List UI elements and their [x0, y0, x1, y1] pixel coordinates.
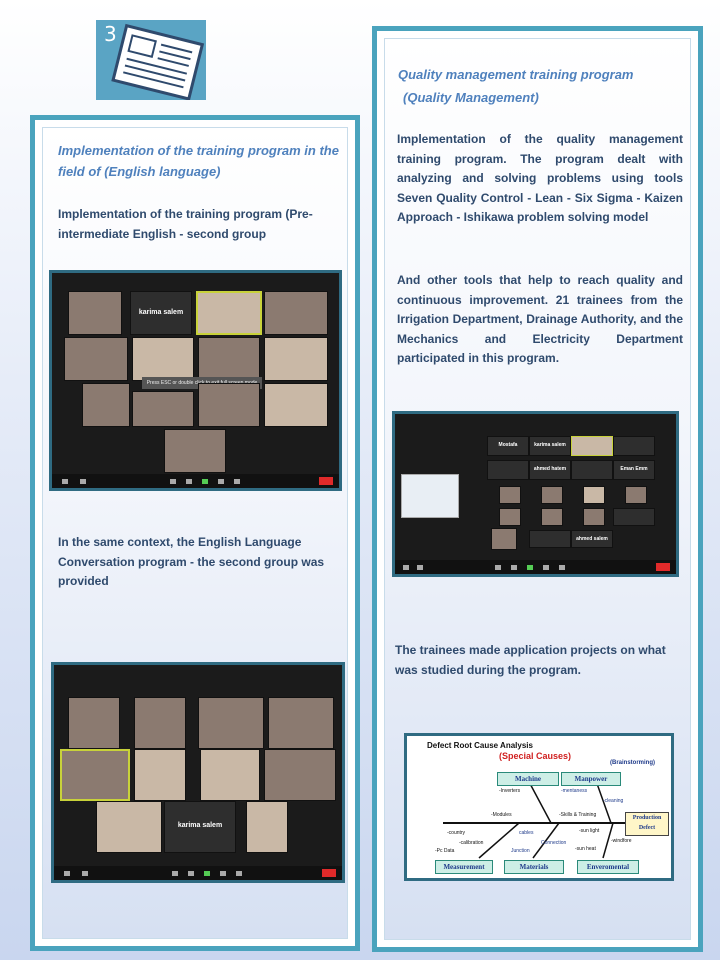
participant-tile: [625, 486, 647, 504]
english-program-description: Implementation of the training program (…: [58, 207, 313, 241]
shared-screen-thumbnail: [401, 474, 459, 518]
cause-label: Junction: [511, 848, 530, 854]
category-machine: Machine: [497, 772, 559, 786]
participant-tile: karima salem: [529, 436, 571, 456]
participant-tile: [132, 337, 194, 381]
participant-tile: [268, 697, 334, 749]
end-call-button: [656, 563, 670, 571]
participant-tile: [96, 801, 162, 853]
fishbone-title: Defect Root Cause Analysis: [427, 741, 533, 750]
end-call-button: [319, 477, 333, 485]
english-program-title: Implementation of the training program i…: [58, 143, 339, 179]
participant-tile: [264, 749, 336, 801]
fishbone-tag: (Brainstorming): [610, 760, 655, 766]
participant-tile: [246, 801, 288, 853]
participant-tile: [499, 486, 521, 504]
participant-tile: [164, 429, 226, 473]
participant-tile: [264, 291, 328, 335]
participant-tile: [571, 460, 613, 480]
end-call-button: [322, 869, 336, 877]
fishbone-subtitle: (Special Causes): [499, 751, 572, 761]
participant-tile: [541, 486, 563, 504]
participant-tile: [198, 697, 264, 749]
participant-tile: [529, 530, 571, 548]
participant-tile: [613, 508, 655, 526]
participant-tile: ahmed hatem: [529, 460, 571, 480]
section-number: 3: [104, 22, 117, 46]
cause-label: -mentaness: [561, 788, 588, 794]
zoom-screenshot-english-1: karima salem Press ESC or double click t…: [49, 270, 342, 491]
quality-program-participants: And other tools that help to reach quali…: [397, 273, 683, 365]
participant-tile: Eman Emm: [613, 460, 655, 480]
conversation-program-description: In the same context, the English Languag…: [58, 535, 325, 588]
newspaper-icon: [111, 23, 205, 100]
participant-tile: [613, 436, 655, 456]
meeting-toolbar: [54, 866, 342, 880]
cause-label: -windfore: [611, 838, 632, 844]
participant-tile: [583, 508, 605, 526]
participant-tile-active: [60, 749, 130, 801]
participant-tile: [198, 337, 260, 381]
zoom-screenshot-english-2: karima salem: [51, 662, 345, 883]
cause-label: -country: [447, 830, 466, 836]
cause-label: -Pc Data: [435, 848, 455, 854]
participant-tile: [499, 508, 521, 526]
category-environmental: Enveromental: [577, 860, 639, 874]
participant-tile: [491, 528, 517, 550]
participant-tile: Mostafa: [487, 436, 529, 456]
participant-tile-active: [196, 291, 262, 335]
cause-label: Connection: [541, 840, 567, 846]
quality-program-description: Implementation of the quality management…: [397, 132, 683, 224]
meeting-toolbar: [52, 474, 339, 488]
cause-label: -sun light: [579, 828, 600, 834]
participant-tile: [64, 337, 128, 381]
participant-tile: [68, 291, 122, 335]
participant-tile: karima salem: [164, 801, 236, 853]
effect-box: Production Defect: [625, 812, 669, 836]
participant-tile-active: [571, 436, 613, 456]
participant-tile: [134, 749, 186, 801]
application-projects-text: The trainees made application projects o…: [395, 643, 666, 677]
participant-tile: [264, 337, 328, 381]
participant-tile: [264, 383, 328, 427]
zoom-screenshot-quality: Mostafa karima salem ahmed hatem Eman Em…: [392, 411, 679, 577]
meeting-toolbar: [395, 560, 676, 574]
cause-label: -Skills & Training: [559, 812, 597, 818]
participant-tile: [200, 749, 260, 801]
participant-tile: [583, 486, 605, 504]
participant-tile: [82, 383, 130, 427]
fishbone-diagram: Defect Root Cause Analysis (Special Caus…: [404, 733, 674, 881]
cause-label: -cleaning: [603, 798, 624, 804]
participant-tile: ahmed salem: [571, 530, 613, 548]
participant-tile: [68, 697, 120, 749]
cause-label: -sun heat: [575, 846, 596, 852]
category-materials: Materials: [504, 860, 564, 874]
cause-label: -calibration: [459, 840, 484, 846]
participant-tile: [541, 508, 563, 526]
participant-tile: [198, 383, 260, 427]
participant-tile: [134, 697, 186, 749]
participant-tile: karima salem: [130, 291, 192, 335]
participant-tile: [132, 391, 194, 427]
cause-label: -Modules: [491, 812, 512, 818]
quality-program-title-2: (Quality Management): [403, 90, 539, 105]
cause-label: cables: [519, 830, 534, 836]
cause-label: -Inverters: [499, 788, 521, 794]
participant-tile: [487, 460, 529, 480]
section-badge: 3: [96, 20, 206, 100]
category-manpower: Manpower: [561, 772, 621, 786]
quality-program-title-1: Quality management training program: [398, 67, 634, 82]
category-measurement: Measurement: [435, 860, 493, 874]
